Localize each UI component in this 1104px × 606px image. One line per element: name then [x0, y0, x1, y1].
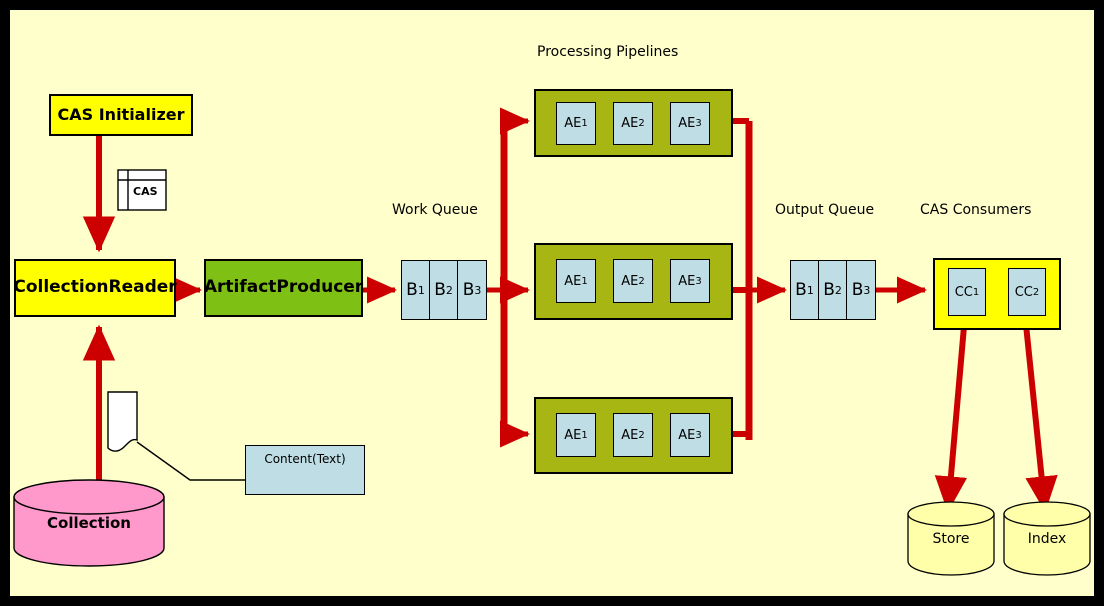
stage-sub: 2 [638, 429, 645, 441]
stage-label: AE [564, 116, 582, 131]
label-store: Store [932, 531, 970, 547]
node-cas-initializer[interactable]: CAS Initializer [49, 94, 193, 136]
stage-sub: 3 [695, 275, 702, 287]
work-queue-cell-sub: 2 [445, 283, 453, 297]
work-queue-cell-sub: 3 [474, 283, 482, 297]
stage-label: AE [678, 273, 696, 289]
document-icon [107, 391, 138, 452]
stage-sub: 1 [581, 275, 588, 287]
index-cylinder-shape [1003, 501, 1091, 576]
work-queue-cell-label: B [406, 280, 418, 300]
consumer-sub: 2 [1032, 286, 1040, 298]
node-artifact-producer[interactable]: ArtifactProducer [204, 259, 363, 317]
diagram-surface: Processing Pipelines Work Queue Output Q… [10, 10, 1094, 596]
consumer-sub: 1 [972, 286, 980, 298]
callout-leader-line [136, 441, 245, 481]
caption-work-queue: Work Queue [392, 202, 478, 218]
cas-icon-label: CAS [133, 185, 158, 198]
node-content-text[interactable]: Content(Text) [245, 445, 365, 495]
stage-sub: 2 [638, 118, 645, 129]
stage-label: AE [621, 273, 639, 289]
output-queue-cell-sub: 1 [806, 283, 814, 297]
collection-cylinder-shape [13, 479, 165, 567]
output-queue-cell-sub: 2 [834, 283, 842, 297]
stage-label: AE [564, 273, 582, 289]
arrow-cc2-to-index [1022, 314, 1058, 513]
stage-sub: 1 [581, 118, 588, 129]
caption-cas-consumers: CAS Consumers [920, 202, 1032, 218]
stage-sub: 2 [638, 275, 645, 287]
work-queue-cell-label: B [434, 280, 446, 300]
stage-label: AE [678, 427, 696, 443]
output-queue-cell-label: B [851, 280, 864, 300]
output-queue-cell-label: B [795, 280, 807, 300]
stage-sub: 3 [695, 429, 702, 441]
work-queue-cell-sub: 1 [417, 283, 425, 297]
work-queue-cell-label: B [462, 280, 475, 300]
consumer-label: CC [954, 284, 973, 300]
store-cylinder-shape [907, 501, 995, 576]
stage-label: AE [621, 116, 639, 131]
consumer-label: CC [1014, 284, 1033, 300]
stage-label: AE [621, 427, 639, 443]
stage-sub: 3 [695, 118, 702, 129]
stage-sub: 1 [581, 429, 588, 441]
caption-processing-pipelines: Processing Pipelines [537, 44, 679, 60]
output-queue-cell-label: B [823, 280, 835, 300]
arrow-cc1-to-store [934, 314, 968, 513]
caption-output-queue: Output Queue [775, 202, 875, 218]
node-collection-reader[interactable]: CollectionReader [13, 259, 177, 317]
label-index: Index [1027, 531, 1067, 547]
output-queue-cell-sub: 3 [863, 283, 871, 297]
stage-label: AE [564, 427, 582, 443]
label-collection: Collection [47, 514, 131, 532]
stage-label: AE [678, 116, 696, 131]
